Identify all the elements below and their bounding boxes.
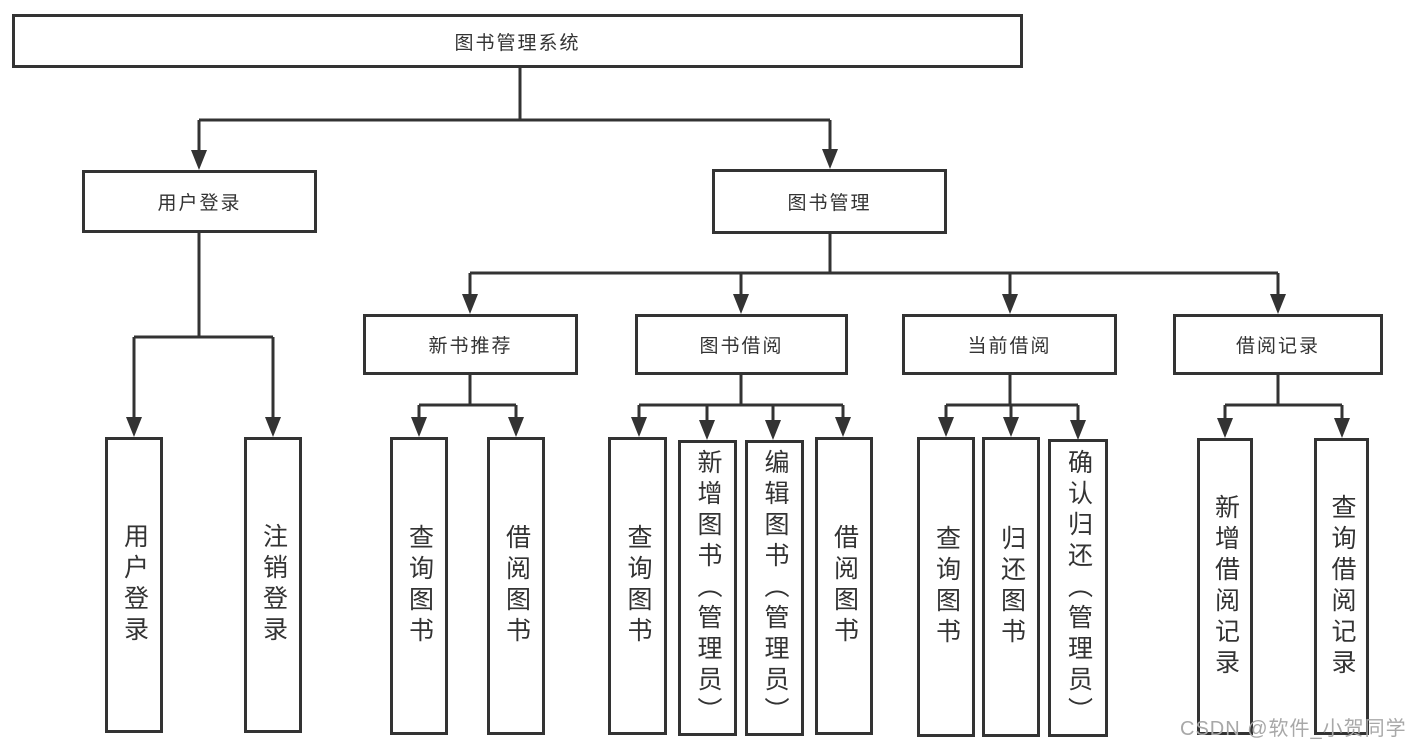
connector-user-login-to-leaves [126, 233, 281, 437]
leaf-borrow-books: 借阅图书 [815, 437, 873, 735]
leaf-user-login: 用户登录 [105, 437, 163, 733]
leaf-query-borrow-record: 查询借阅记录 [1314, 438, 1369, 735]
leaf-confirm-return-admin: 确认归还（管理员） [1048, 439, 1108, 737]
node-book-management: 图书管理 [712, 169, 947, 234]
leaf-borrow-books-recommend: 借阅图书 [487, 437, 545, 735]
csdn-watermark: CSDN @软件_小贺同学 [1180, 718, 1405, 740]
node-book-borrow: 图书借阅 [635, 314, 848, 375]
leaf-logout: 注销登录 [244, 437, 302, 733]
leaf-add-books-admin: 新增图书（管理员） [678, 440, 737, 736]
node-borrow-records: 借阅记录 [1173, 314, 1383, 375]
leaf-add-borrow-record: 新增借阅记录 [1197, 438, 1253, 735]
connector-book-borrow-to-leaves [631, 375, 851, 440]
leaf-query-books-current: 查询图书 [917, 437, 975, 737]
node-root-system: 图书管理系统 [12, 14, 1023, 68]
leaf-edit-books-admin: 编辑图书（管理员） [745, 440, 804, 736]
connector-borrow-records-to-leaves [1217, 375, 1350, 438]
leaf-query-books-recommend: 查询图书 [390, 437, 448, 735]
node-new-book-recommend: 新书推荐 [363, 314, 578, 375]
node-current-borrow: 当前借阅 [902, 314, 1117, 375]
node-user-login: 用户登录 [82, 170, 317, 233]
connector-root-to-level2 [191, 68, 838, 170]
connector-new-book-recommend-to-leaves [411, 375, 524, 437]
connector-book-management-to-level3 [462, 234, 1286, 314]
leaf-return-books: 归还图书 [982, 437, 1040, 737]
leaf-query-books-borrow: 查询图书 [608, 437, 667, 735]
connector-current-borrow-to-leaves [938, 375, 1086, 440]
